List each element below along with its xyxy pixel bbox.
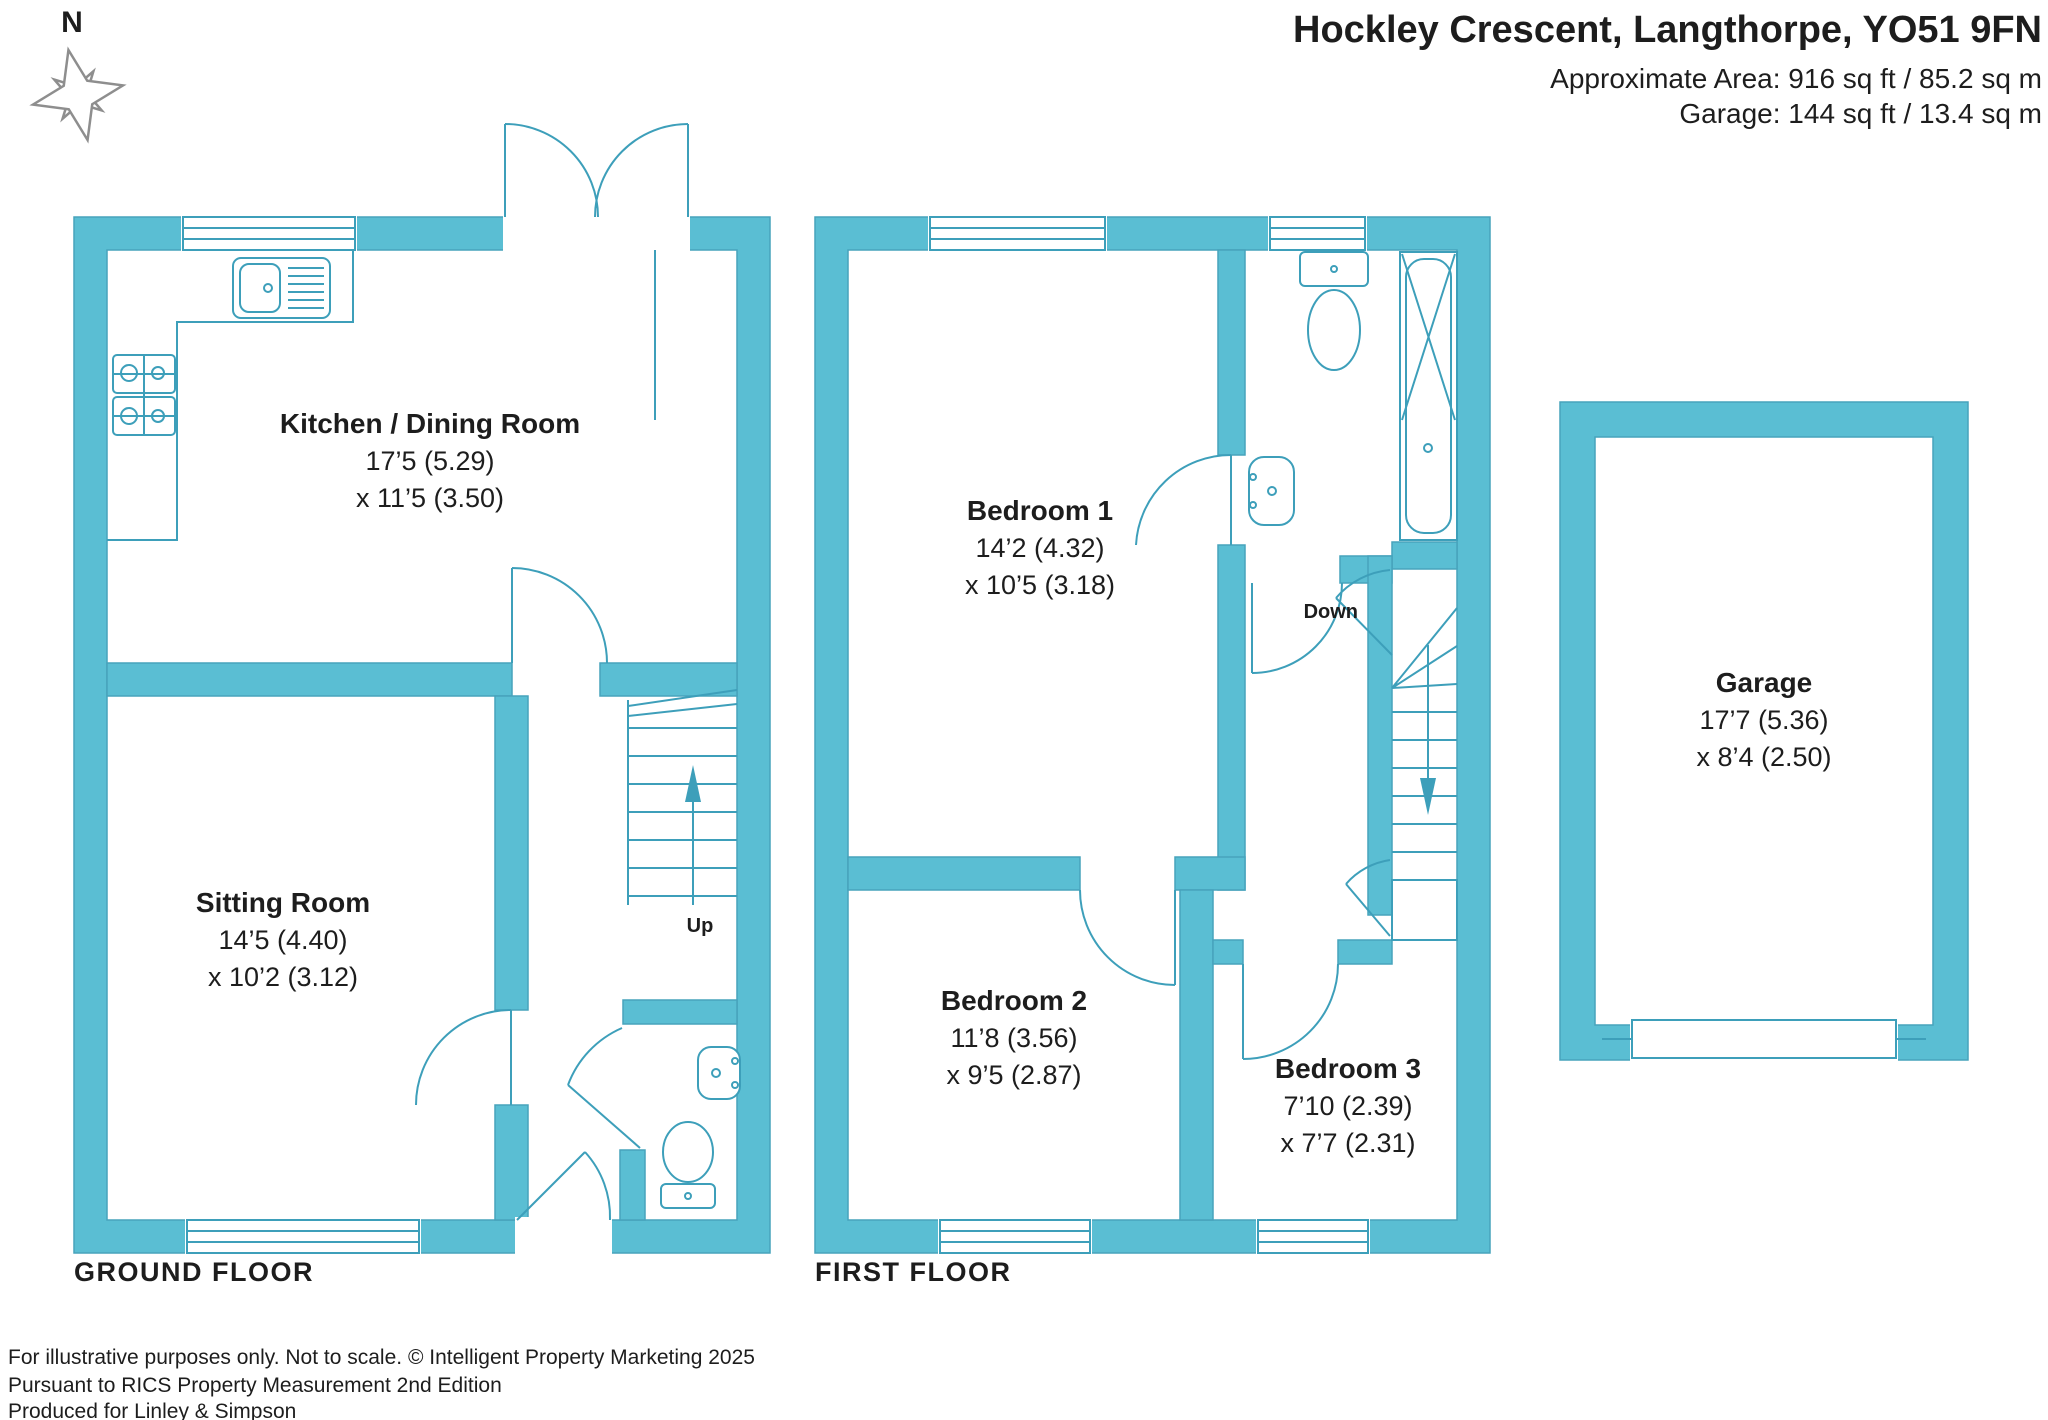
bedroom1-window <box>929 216 1106 251</box>
bedroom2-dim2: x 9’5 (2.87) <box>946 1060 1081 1090</box>
garage-outer-walls <box>1559 401 1969 1061</box>
sitting-dim1: 14’5 (4.40) <box>218 925 347 955</box>
compass-north-label: N <box>61 6 83 39</box>
sink-icon <box>232 257 331 319</box>
garage-plan: Garage 17’7 (5.36) x 8’4 (2.50) <box>1559 401 1969 1062</box>
first-interior-walls <box>847 249 1458 1221</box>
hob-icon <box>112 354 176 436</box>
back-door-swing <box>516 1151 612 1221</box>
sitting-room-window <box>186 1219 420 1254</box>
bedroom2-name: Bedroom 2 <box>941 985 1087 1016</box>
footer-line-2: Pursuant to RICS Property Measurement 2n… <box>8 1374 502 1397</box>
wc-toilet-icon <box>660 1121 716 1209</box>
bedroom3-window <box>1257 1219 1369 1254</box>
bathroom-door-swing <box>1251 582 1343 674</box>
kitchen-label: Kitchen / Dining Room 17’5 (5.29) x 11’5… <box>280 408 580 513</box>
garage-dim1: 17’7 (5.36) <box>1699 705 1828 735</box>
footer-line-3: Produced for Linley & Simpson <box>8 1400 296 1420</box>
bath-icon <box>1399 251 1458 541</box>
bedroom2-label: Bedroom 2 11’8 (3.56) x 9’5 (2.87) <box>941 985 1087 1090</box>
kitchen-name: Kitchen / Dining Room <box>280 408 580 439</box>
footer: For illustrative purposes only. Not to s… <box>8 1346 755 1420</box>
bathroom-window <box>1269 216 1366 251</box>
garage-dim2: x 8’4 (2.50) <box>1696 742 1831 772</box>
bedroom3-door-swing <box>1242 963 1339 1060</box>
kitchen-dim1: 17’5 (5.29) <box>365 446 494 476</box>
stairs-up-label: Up <box>687 915 714 937</box>
compass-icon: N <box>29 6 127 144</box>
understairs-door-swing <box>1345 859 1458 941</box>
sitting-room-door-swing <box>415 1009 512 1106</box>
kitchen-window <box>182 216 356 251</box>
sitting-dim2: x 10’2 (3.12) <box>208 962 358 992</box>
ground-openings <box>181 213 690 1256</box>
stairs-up <box>627 689 738 905</box>
kitchen-dim2: x 11’5 (3.50) <box>356 483 504 513</box>
garage-label: Garage 17’7 (5.36) x 8’4 (2.50) <box>1696 667 1831 772</box>
stairs-down <box>1391 607 1458 881</box>
header: Hockley Crescent, Langthorpe, YO51 9FN A… <box>1293 9 2042 129</box>
approximate-area: Approximate Area: 916 sq ft / 85.2 sq m <box>1550 63 2042 94</box>
bedroom1-dim1: 14’2 (4.32) <box>975 533 1104 563</box>
kitchen-counter-line <box>107 250 354 541</box>
bedroom3-label: Bedroom 3 7’10 (2.39) x 7’7 (2.31) <box>1275 1053 1421 1158</box>
stairs-down-label: Down <box>1304 601 1358 623</box>
bedroom1-name: Bedroom 1 <box>967 495 1113 526</box>
sitting-name: Sitting Room <box>196 887 370 918</box>
bedroom3-dim1: 7’10 (2.39) <box>1283 1091 1412 1121</box>
first-outer-walls <box>814 216 1491 1254</box>
wc-door-swing <box>567 1027 641 1149</box>
garage-door <box>1602 1019 1926 1059</box>
bedroom3-name: Bedroom 3 <box>1275 1053 1421 1084</box>
bedroom3-dim2: x 7’7 (2.31) <box>1280 1128 1415 1158</box>
kitchen-door-swing <box>511 567 608 664</box>
bathroom-basin-icon <box>1248 456 1295 526</box>
wc-basin-icon <box>697 1046 741 1100</box>
ground-outer-walls <box>73 216 771 1254</box>
bedroom1-door-swing <box>1135 453 1232 546</box>
bedroom1-label: Bedroom 1 14’2 (4.32) x 10’5 (3.18) <box>965 495 1115 600</box>
garage-name: Garage <box>1716 667 1813 698</box>
ground-interior-walls <box>106 662 738 1221</box>
bedroom2-door-swing <box>1079 889 1176 986</box>
bedroom2-window <box>939 1219 1091 1254</box>
ground-floor-label: GROUND FLOOR <box>74 1257 314 1287</box>
toilet-icon <box>1299 251 1369 371</box>
entrance-double-door <box>504 123 689 218</box>
sitting-room-label: Sitting Room 14’5 (4.40) x 10’2 (3.12) <box>196 887 370 992</box>
cupboard-door-swing <box>1335 569 1393 656</box>
first-floor-label: FIRST FLOOR <box>815 1257 1011 1287</box>
bedroom2-dim1: 11’8 (3.56) <box>950 1023 1077 1053</box>
first-floor-plan: Down Bedroom 1 14’2 (4.32) x 10’5 (3.18)… <box>814 214 1491 1287</box>
page-title: Hockley Crescent, Langthorpe, YO51 9FN <box>1293 9 2042 51</box>
ground-floor-plan: Up Kitchen / Dining Room 17’5 (5.29) x 1… <box>73 123 771 1287</box>
bedroom1-dim2: x 10’5 (3.18) <box>965 570 1115 600</box>
garage-area: Garage: 144 sq ft / 13.4 sq m <box>1679 98 2042 129</box>
footer-line-1: For illustrative purposes only. Not to s… <box>8 1346 755 1369</box>
